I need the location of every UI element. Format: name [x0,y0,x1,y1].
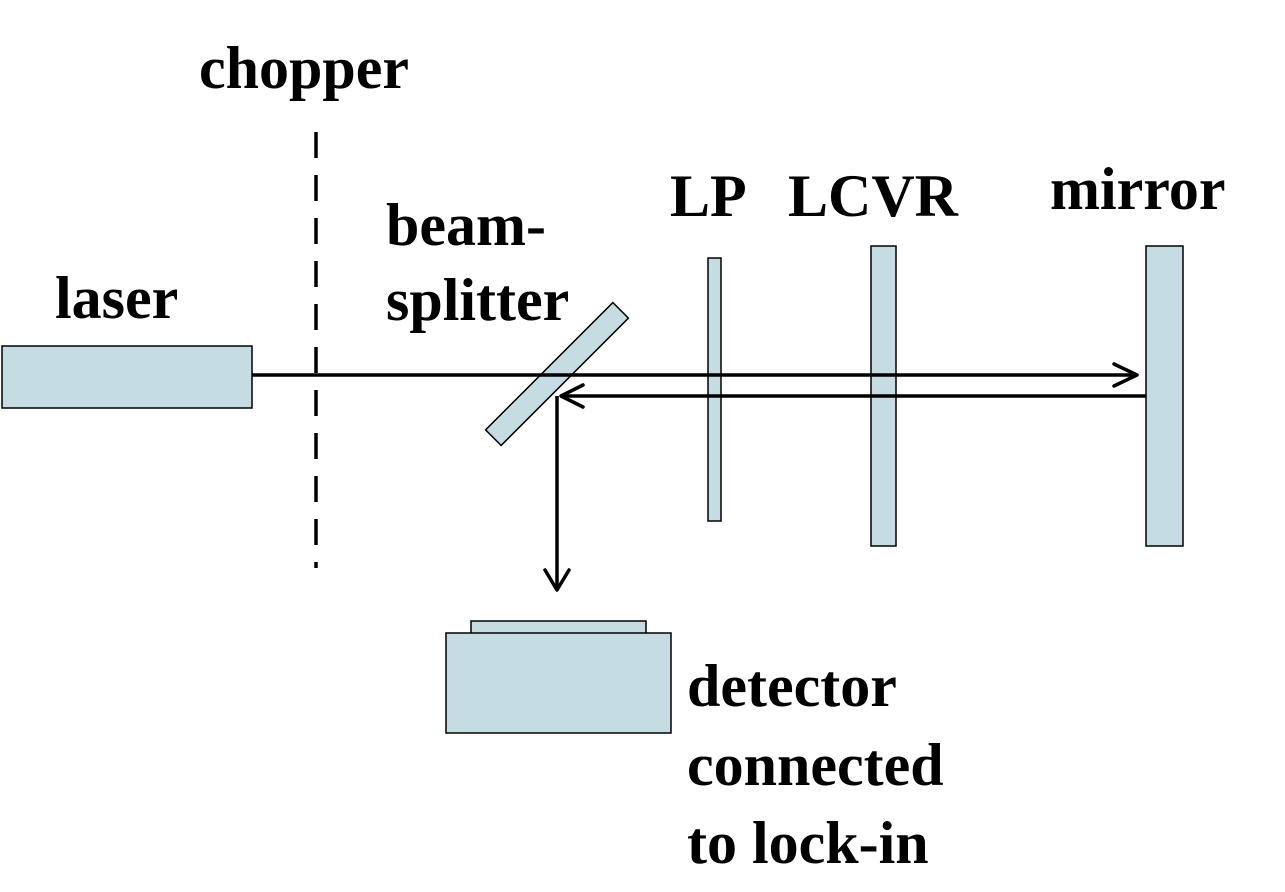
mirror-label: mirror [1050,156,1225,222]
detector-label-line2: connected [687,732,944,798]
detector-window [470,620,647,635]
mirror-plate [1145,245,1184,547]
chopper-label: chopper [199,35,409,101]
detector-beam-arrowhead [543,568,571,592]
laser-box [1,345,253,409]
detector-box [445,632,672,734]
detector-label-line3: to lock-in [687,810,929,876]
return-beam-arrowhead [559,383,585,409]
lp-plate [707,257,722,522]
forward-beam-arrowhead [1112,362,1139,388]
laser-label: laser [55,265,178,331]
beamsplitter-label-line2: splitter [386,267,569,333]
lp-label: LP [670,163,747,229]
lcvr-label: LCVR [788,163,959,229]
detector-label-line1: detector [687,653,897,719]
beamsplitter-label-line1: beam- [386,192,546,258]
